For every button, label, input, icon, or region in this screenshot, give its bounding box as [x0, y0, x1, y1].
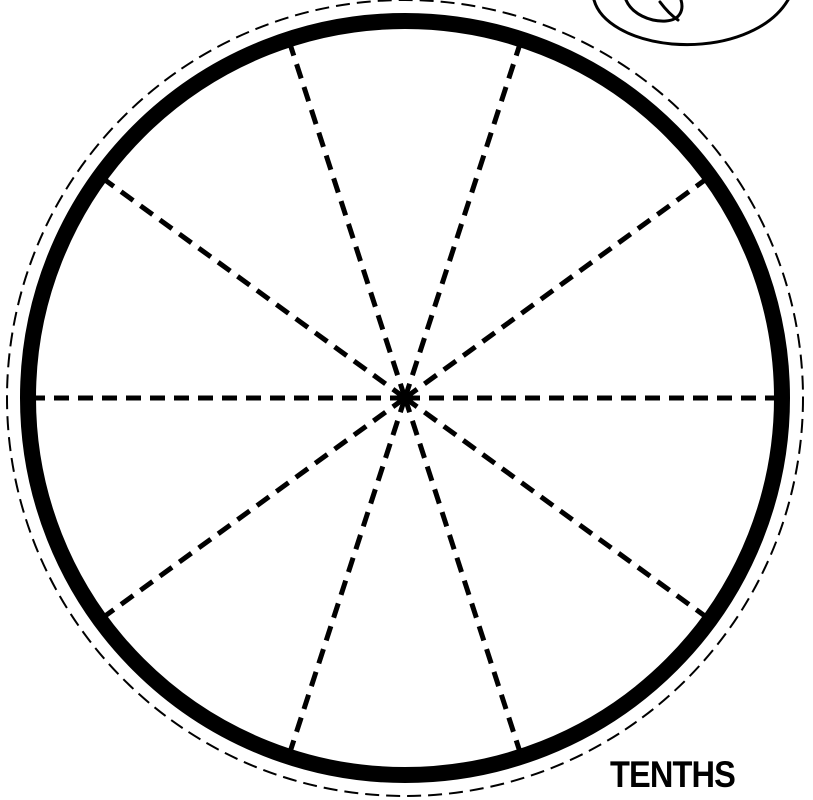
division-line: [105, 180, 405, 398]
division-line: [405, 398, 705, 616]
division-line: [405, 398, 520, 751]
center-point: [399, 392, 411, 404]
division-line: [405, 45, 520, 398]
division-line: [290, 45, 405, 398]
cartoon-decoration: [594, 0, 788, 45]
diagram-title: TENTHS: [610, 756, 735, 793]
division-line: [290, 398, 405, 751]
division-line: [405, 180, 705, 398]
division-line: [105, 398, 405, 616]
